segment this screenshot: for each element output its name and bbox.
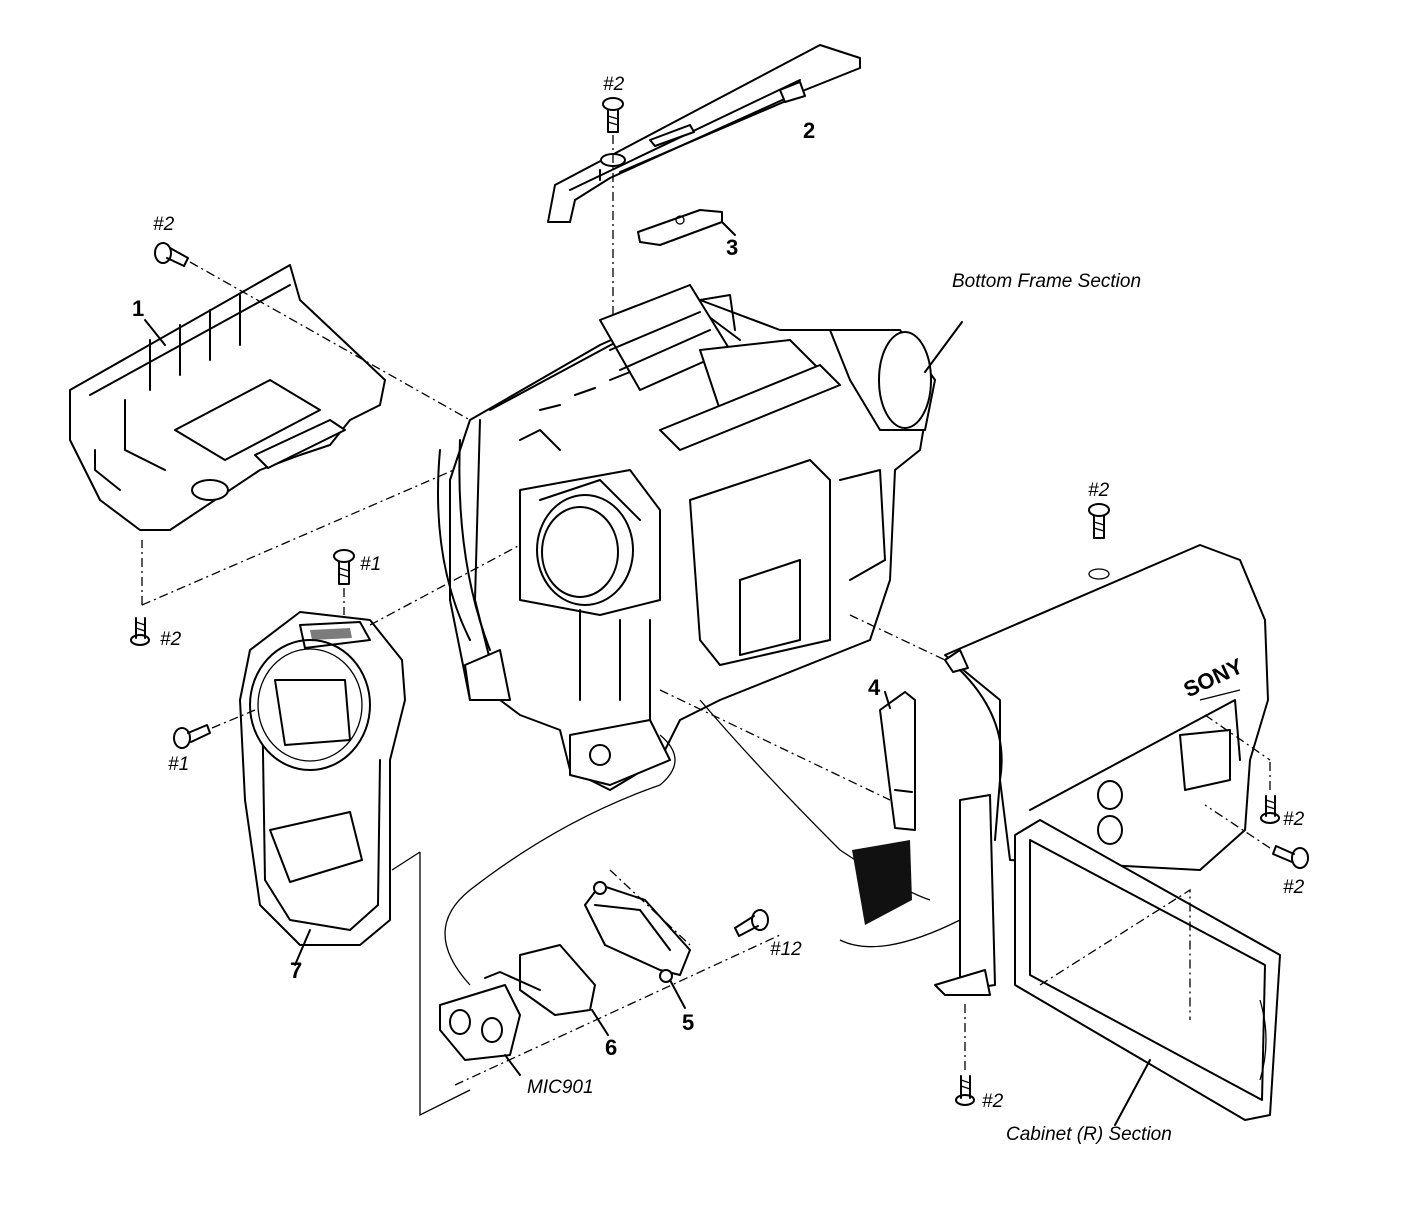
cabinet-r-section	[934, 544, 1269, 996]
callout-5: 5	[682, 1010, 694, 1035]
bottom-frame-leader	[924, 321, 963, 373]
screw-label-cabinet-bottom: #2	[982, 1091, 1004, 1112]
mic901-microphone	[439, 971, 541, 1076]
screw-label-left-bottom: #2	[160, 629, 182, 650]
screw-label-left-top: #2	[153, 214, 175, 235]
cabinet-r-leader	[1114, 1059, 1151, 1126]
screw-left-top	[154, 242, 471, 421]
callout-2: 2	[803, 118, 815, 143]
callout-1-leader	[144, 319, 166, 346]
flex-connector	[839, 840, 961, 948]
flex-guide	[659, 689, 891, 801]
callout-7: 7	[290, 958, 302, 983]
screw-label-cabinet-right-1: #2	[1283, 809, 1305, 830]
part-6-mic-cushion	[519, 944, 609, 1036]
bottom-frame-section-label: Bottom Frame Section	[952, 271, 1141, 292]
lens-assembly	[536, 479, 641, 606]
screw-cabinet-bottom	[955, 1000, 975, 1106]
screw-cabinet-top	[1088, 503, 1110, 580]
part-7-front-cover	[239, 611, 406, 966]
screw-label-mic: #12	[770, 939, 802, 960]
cabinet-guide-2	[1204, 714, 1271, 761]
screw-label-front-left: #1	[168, 754, 189, 775]
screw-mic	[734, 909, 769, 937]
part-4-component	[879, 691, 916, 831]
callout-4: 4	[868, 675, 881, 700]
screw-front-top	[333, 549, 355, 615]
screw-label-front-top: #1	[360, 554, 381, 575]
screw-label-cabinet-top: #2	[1088, 480, 1110, 501]
callout-1: 1	[132, 296, 144, 321]
screw-label-cabinet-right-2: #2	[1283, 877, 1305, 898]
callout-6: 6	[605, 1035, 617, 1060]
lcd-panel	[1014, 819, 1281, 1121]
mic901-label: MIC901	[527, 1077, 594, 1098]
bracket-line	[391, 851, 471, 1117]
screw-cabinet-right-2	[1204, 804, 1309, 869]
cabinet-r-section-label: Cabinet (R) Section	[1006, 1124, 1172, 1145]
screw-left-bottom	[130, 449, 501, 646]
mic-guide	[454, 934, 781, 1086]
screw-label-top: #2	[603, 74, 625, 95]
front-cover-guide	[369, 544, 521, 626]
cabinet-guide	[849, 614, 946, 661]
callout-3: 3	[726, 235, 738, 260]
screw-front-left	[173, 709, 256, 749]
part-5-mic-holder	[584, 881, 691, 1009]
part-3-bracket	[637, 209, 736, 246]
screw-cabinet-right-1	[1260, 760, 1280, 824]
part-2-top-cover	[547, 44, 861, 223]
mic-wire	[444, 734, 676, 986]
part-1-bottom-plate	[69, 264, 386, 531]
main-body-frame	[437, 284, 936, 791]
